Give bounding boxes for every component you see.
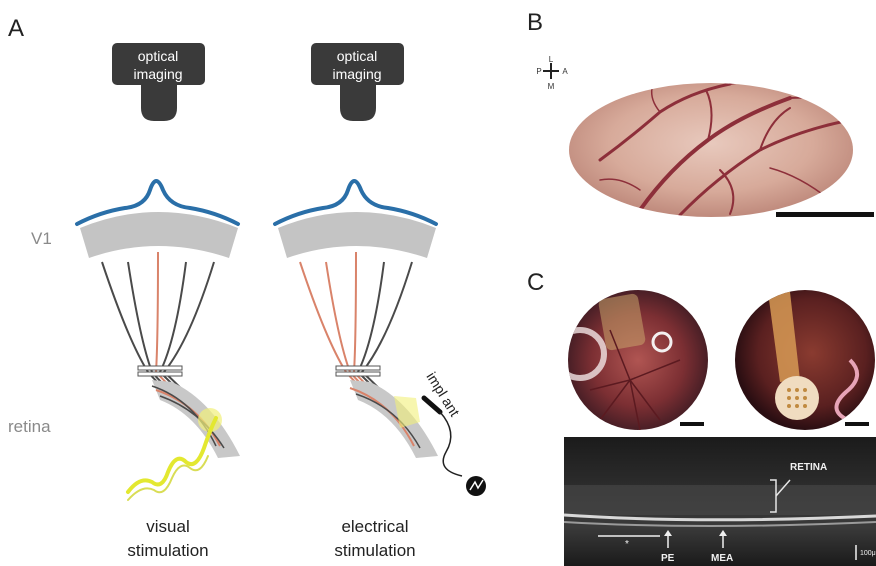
implant-wire xyxy=(440,412,462,476)
compass-rose: L M P A xyxy=(536,55,568,91)
nerve-clamp-left-2 xyxy=(138,372,182,376)
nerve-clamp-left-1 xyxy=(138,366,182,370)
v1-band-right xyxy=(278,212,436,258)
camera-right-text-2: imaging xyxy=(332,66,381,82)
camera-left-text-2: imaging xyxy=(133,66,182,82)
eye-left-scale-bar xyxy=(680,422,704,426)
retina-label: retina xyxy=(8,417,51,436)
fundus-photo xyxy=(569,81,853,217)
implant-label: impl ant xyxy=(423,369,463,419)
oct-retina-label: RETINA xyxy=(790,462,827,473)
nerve-clamp-right-1 xyxy=(336,366,380,370)
panel-a-label: A xyxy=(8,15,24,42)
compass-north: L xyxy=(549,55,554,64)
oct-image: RETINA * PE MEA 100μ xyxy=(564,437,876,566)
compass-south: M xyxy=(548,82,555,91)
visual-caption-1: visual xyxy=(146,517,189,536)
camera-left-text-1: optical xyxy=(138,48,178,64)
v1-label: V1 xyxy=(31,229,52,248)
eye-photo-right xyxy=(735,290,875,430)
panel-c-label: C xyxy=(527,269,544,296)
oct-star: * xyxy=(625,539,629,550)
camera-right: optical imaging xyxy=(311,43,404,121)
compass-east: A xyxy=(562,67,568,76)
retina-band-right xyxy=(350,380,438,458)
camera-left: optical imaging xyxy=(112,43,205,121)
oct-scale-label: 100μ xyxy=(860,550,876,557)
fundus-scale-bar xyxy=(776,212,874,217)
electrical-caption-1: electrical xyxy=(341,517,408,536)
oct-mea-label: MEA xyxy=(711,553,733,564)
compass-west: P xyxy=(536,67,541,76)
v1-band-left xyxy=(80,212,238,258)
oct-pe-label: PE xyxy=(661,553,675,564)
eye-right-scale-bar xyxy=(845,422,869,426)
nerve-clamp-right-2 xyxy=(336,372,380,376)
panel-b-label: B xyxy=(527,9,543,36)
electrical-caption-2: stimulation xyxy=(334,541,415,560)
camera-right-text-1: optical xyxy=(337,48,377,64)
visual-caption-2: stimulation xyxy=(127,541,208,560)
stimulator-icon xyxy=(466,476,486,496)
eye-photo-left xyxy=(556,290,708,430)
